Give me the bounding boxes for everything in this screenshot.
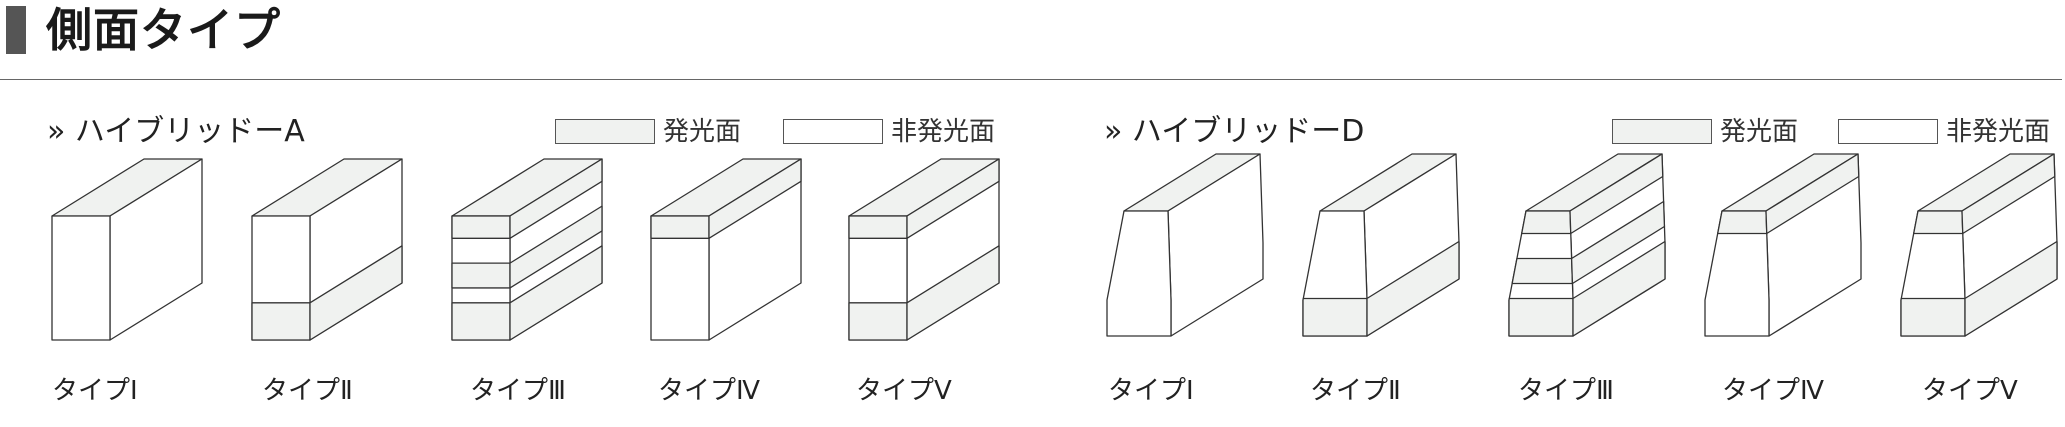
section-a-type-3-band-middle-front [451,262,511,289]
section-a-type-5-band-bottom-front [848,302,908,341]
section-d-type-4-band-top-front [1717,210,1768,235]
title-bar-icon [6,6,26,54]
section-d-type-3-band-middle-front [1511,257,1574,285]
section-a-type-4-band-top-front [650,215,710,239]
section-a-type-4-band-top-side [708,158,802,239]
section-a-title: » ハイブリッドーA [47,114,305,149]
title-divider [0,79,2062,80]
section-a-type-2-label: タイプⅡ [262,376,353,406]
section-a-legend-emit-label: 発光面 [663,117,742,147]
section-a-type-3-band-top-side [509,158,603,239]
section-d-type-5-label: タイプⅤ [1922,376,2018,406]
section-a-type-1-front-face [51,215,111,341]
section-a-type-2-band-bottom-front [251,302,311,341]
page-title: 側面タイプ [46,3,281,57]
section-d-type-2-band-bottom-side [1366,240,1460,337]
section-a-legend-emit-swatch [555,119,655,144]
section-d-type-4-band-top-side [1765,153,1860,235]
section-a-type-4-label: タイプⅣ [658,376,760,406]
section-a-type-1-label: タイプⅠ [52,376,138,406]
section-d-type-1-front-face [1106,210,1172,337]
section-a-type-3-band-bottom-side [509,245,603,341]
section-d-type-5-band-bottom-side [1964,240,2058,337]
section-a-type-5-band-bottom-side [906,245,1000,341]
section-d-type-3-band-bottom-front [1508,297,1574,337]
section-a-type-5-label: タイプⅤ [856,376,952,406]
section-d-type-4-label: タイプⅣ [1722,376,1824,406]
section-a-type-3-band-bottom-front [451,302,511,341]
section-d-type-3-label: タイプⅢ [1518,376,1614,406]
section-d-title: » ハイブリッドーD [1104,114,1365,149]
section-d-type-5-band-bottom-front [1900,297,1966,337]
section-a-legend-nonemit-swatch [783,119,883,144]
section-a-legend-nonemit-label: 非発光面 [891,117,996,147]
section-d-type-2-band-bottom-front [1302,297,1368,337]
section-d-legend-nonemit-label: 非発光面 [1946,117,2051,147]
section-d-type-3-band-top-front [1521,210,1572,235]
section-a-type-5-band-top-side [906,158,1000,239]
section-d-legend-nonemit-swatch [1838,119,1938,144]
section-d-type-3-band-middle-side [1570,200,1666,285]
section-d-type-3-band-bottom-side [1572,240,1666,337]
section-d-type-2-label: タイプⅡ [1310,376,1401,406]
section-a-type-3-label: タイプⅢ [470,376,566,406]
section-a-type-2-band-bottom-side [309,245,403,341]
section-d-type-1-label: タイプⅠ [1108,376,1194,406]
section-a-type-5-band-top-front [848,215,908,239]
section-a-type-3-band-top-front [451,215,511,239]
section-d-type-3-band-top-side [1569,153,1664,235]
section-a-type-3-band-middle-side [509,205,603,289]
section-d-legend-emit-swatch [1612,119,1712,144]
section-d-legend-emit-label: 発光面 [1720,117,1799,147]
section-d-type-5-band-top-front [1913,210,1964,235]
section-d-type-5-band-top-side [1961,153,2056,235]
